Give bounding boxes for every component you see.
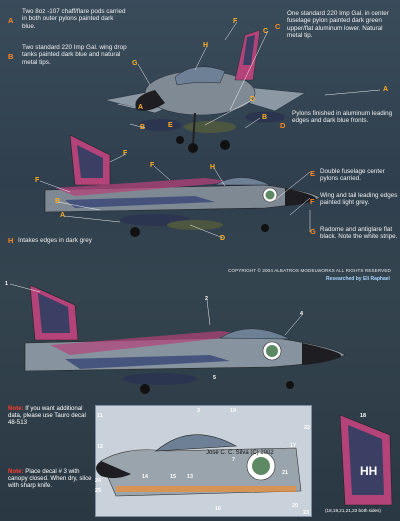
note-d-letter: D	[280, 121, 286, 130]
note-canopy-decal-text: Place decal # 3 with canopy closed. When…	[8, 468, 92, 490]
callout-g-top: G	[132, 60, 138, 67]
cockpit-detail-illustration	[96, 406, 311, 516]
callout-5: 5	[213, 375, 216, 381]
callout-d-top: D	[250, 96, 256, 103]
tail-detail-illustration: HH	[339, 414, 393, 506]
note-c: C One standard 220 Imp Gal. in center fu…	[275, 10, 397, 40]
callout-23: 23	[303, 510, 309, 516]
note-canopy-decal-label: Note:	[8, 468, 24, 475]
tail-code-text: HH	[360, 464, 377, 478]
note-d: D Pylons finished in aluminum leading ed…	[280, 110, 395, 129]
note-g-letter: G	[310, 227, 316, 236]
callout-a-side: A	[60, 212, 66, 219]
note-e: E Double fuselage center pylons carried.	[310, 168, 398, 183]
note-additional-data: Note: If you want additional data, pleas…	[8, 405, 93, 427]
detail-side-note: (18,19,21,21,23 both sides)	[325, 508, 381, 513]
aircraft-side-illustration	[44, 134, 321, 237]
callout-a-top-right: A	[383, 86, 389, 93]
note-g: G Radome and antiglare flat black. Note …	[310, 226, 398, 241]
callout-1: 1	[5, 281, 8, 287]
callout-f-side-wing: F	[35, 177, 40, 184]
callout-25: 25	[95, 488, 101, 494]
callout-b-side: B	[55, 198, 61, 205]
callout-17: 17	[290, 443, 296, 449]
note-d-text: Pylons finished in aluminum leading edge…	[292, 110, 393, 125]
researched-by: Researched by Eli Raphael	[326, 276, 390, 282]
callout-22: 22	[304, 425, 310, 431]
callout-20: 20	[292, 503, 298, 509]
note-additional-data-text: If you want additional data, please use …	[8, 405, 86, 427]
note-h-text: Intakes edges in dark grey	[18, 237, 92, 244]
note-f: F Wing and tail leading edges painted li…	[310, 192, 398, 207]
note-c-letter: C	[275, 22, 281, 31]
note-b-text: Two standard 220 Imp Gal. wing drop tank…	[22, 44, 127, 66]
callout-f-top: F	[233, 18, 238, 25]
callout-h-top: H	[203, 42, 209, 49]
note-e-text: Double fuselage center pylons carried.	[320, 168, 385, 183]
callout-e-top: E	[168, 122, 173, 129]
note-f-text: Wing and tail leading edges painted ligh…	[320, 192, 398, 207]
callout-14: 14	[142, 474, 148, 480]
note-c-text: One standard 220 Imp Gal. in center fuse…	[287, 10, 389, 40]
note-a: A Two 8oz -107 chaff/flare pods carried …	[8, 8, 128, 30]
callout-16: 16	[215, 506, 221, 512]
callout-h-side: H	[210, 164, 216, 171]
callout-f-side-mid: F	[150, 162, 155, 169]
callout-7: 7	[232, 457, 235, 463]
callout-15: 15	[170, 474, 176, 480]
callout-4: 4	[300, 311, 303, 317]
callout-d-side: D	[220, 235, 226, 242]
callout-3: 3	[197, 408, 200, 414]
cockpit-detail-box: José C. C. Silva (C) 2002	[95, 405, 312, 517]
callout-a-top-left: A	[138, 104, 144, 111]
note-f-letter: F	[310, 197, 315, 206]
note-a-letter: A	[8, 16, 14, 25]
callout-19: 19	[230, 408, 236, 414]
callout-24: 24	[95, 478, 101, 484]
note-additional-data-label: Note:	[8, 405, 24, 412]
callout-b-top-left: B	[140, 124, 146, 131]
callout-f-side-tail: F	[123, 150, 128, 157]
aircraft-profile-illustration	[24, 285, 346, 394]
note-canopy-decal: Note: Place decal # 3 with canopy closed…	[8, 468, 93, 490]
detail-caption: José C. C. Silva (C) 2002	[206, 450, 274, 456]
callout-c-top: C	[263, 28, 269, 35]
callout-21: 21	[282, 470, 288, 476]
callout-b-top-right: B	[262, 114, 268, 121]
callout-11: 11	[97, 413, 103, 419]
callout-18: 18	[360, 413, 366, 419]
note-b-letter: B	[8, 52, 14, 61]
note-a-text: Two 8oz -107 chaff/flare pods carried in…	[22, 8, 126, 30]
note-b: B Two standard 220 Imp Gal. wing drop ta…	[8, 44, 128, 66]
callout-13: 13	[187, 474, 193, 480]
callout-2: 2	[205, 296, 208, 302]
note-h-letter: H	[8, 236, 14, 245]
copyright-line: COPYRIGHT © 2004 ALBATROS MODELWORKS ALL…	[228, 268, 391, 273]
note-h: H Intakes edges in dark grey	[8, 236, 148, 245]
note-g-text: Radome and antiglare flat black. Note th…	[320, 226, 398, 241]
note-e-letter: E	[310, 169, 316, 178]
callout-12: 12	[97, 444, 103, 450]
